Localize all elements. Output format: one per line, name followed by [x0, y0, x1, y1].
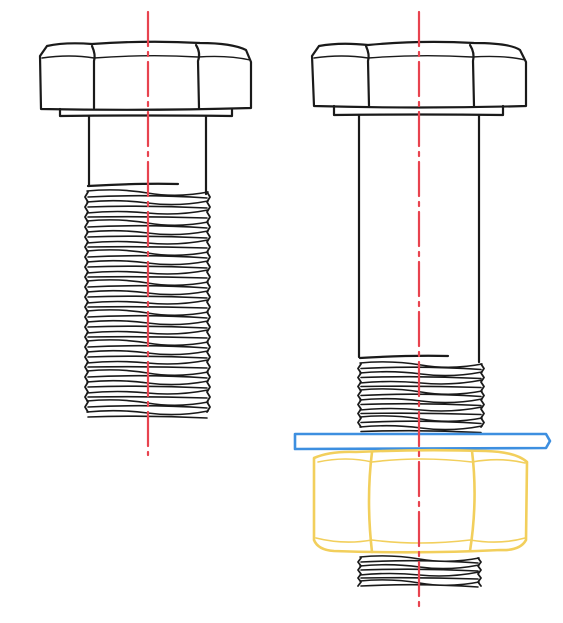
thread-line	[359, 379, 483, 389]
hex-head-chamfer-line	[41, 55, 251, 61]
thread-edge	[477, 557, 482, 587]
thread-line	[359, 361, 483, 371]
thread-edge	[84, 191, 89, 413]
thread-line	[359, 370, 483, 380]
thread-line	[359, 388, 483, 398]
hex-head-left-face-edge	[364, 44, 371, 108]
hex-head-right-face-edge	[468, 43, 476, 108]
thread-edge	[357, 363, 362, 428]
thread-edge	[480, 363, 485, 428]
shank-right	[357, 113, 481, 364]
hex-nut-chamfer-top	[317, 458, 526, 464]
thread-line	[359, 424, 483, 434]
thread-line	[359, 415, 483, 425]
thread-start-line	[86, 182, 180, 188]
long-bolt-assembly	[293, 10, 552, 610]
shank-left	[86, 114, 208, 196]
thread-line	[359, 397, 483, 407]
hex-head-outline	[310, 40, 528, 109]
hex-nut-chamfer-bottom	[315, 537, 526, 544]
hex-head-left-face-edge	[90, 44, 96, 110]
thread-edge	[357, 557, 362, 587]
washer	[293, 432, 552, 451]
thread-start-line	[358, 354, 450, 360]
thread-line	[359, 555, 480, 564]
threaded-section-right	[357, 361, 485, 434]
thread-edge	[206, 191, 211, 413]
hex-nut-outline	[312, 448, 529, 554]
hex-nut	[312, 448, 529, 554]
bolt-head-left	[38, 40, 253, 118]
hex-head-outline	[38, 40, 253, 111]
thread-line	[359, 406, 483, 416]
hex-nut-right-face-edge	[468, 449, 476, 553]
shank-outline	[87, 114, 208, 196]
hex-head-right-face-edge	[194, 43, 201, 110]
shank-outline	[357, 113, 481, 364]
hex-nut-left-face-edge	[367, 450, 374, 554]
short-bolt	[38, 10, 253, 457]
